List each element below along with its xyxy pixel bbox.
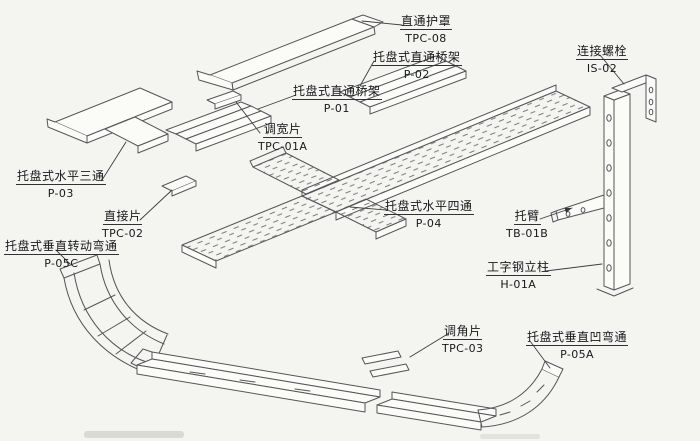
label-width-adjust-plate: 调宽片 TPC-01A: [258, 118, 307, 153]
label-horizontal-cross-name: 托盘式水平四通: [384, 199, 474, 215]
scan-smudge: [480, 434, 540, 439]
part-straight-cover: [196, 14, 384, 91]
label-bracket-arm-name: 托臂: [513, 209, 541, 225]
label-tray-p01-code: P-01: [323, 102, 350, 115]
part-connecting-bolt: [611, 74, 657, 123]
label-i-beam-column-name: 工字钢立柱: [486, 260, 551, 276]
part-connect-plate: [161, 175, 197, 197]
label-tray-p01-name: 托盘式直通桥架: [292, 84, 382, 100]
part-i-beam-column: [596, 89, 634, 297]
label-width-adjust-plate-name: 调宽片: [262, 122, 303, 138]
label-horizontal-cross: 托盘式水平四通 P-04: [384, 195, 474, 230]
label-horizontal-tee-code: P-03: [47, 187, 74, 200]
label-i-beam-column-code: H-01A: [500, 278, 537, 291]
label-horizontal-tee-name: 托盘式水平三通: [16, 169, 106, 185]
part-bracket-arm: [550, 194, 605, 223]
label-width-adjust-plate-code: TPC-01A: [258, 140, 308, 153]
label-angle-adjust-plate-code: TPC-03: [442, 342, 484, 355]
label-connect-plate-code: TPC-02: [102, 227, 144, 240]
part-vertical-turning-bend: [59, 254, 169, 375]
scan-smudge: [84, 431, 184, 438]
label-straight-cover: 直通护罩 TPC-08: [400, 10, 453, 45]
label-bracket-arm-code: TB-01B: [506, 227, 549, 240]
leader-lines: [55, 20, 625, 369]
label-connecting-bolt-name: 连接螺栓: [576, 44, 629, 60]
part-bottom-run: [130, 348, 497, 431]
label-tray-p01: 托盘式直通桥架 P-01: [292, 80, 382, 115]
label-vertical-turning-bend-code: P-05C: [44, 257, 79, 270]
label-vertical-concave-bend-code: P-05A: [560, 348, 594, 361]
label-vertical-turning-bend: 托盘式垂直转动弯通 P-05C: [4, 235, 119, 270]
label-connecting-bolt-code: IS-02: [586, 62, 618, 75]
label-connect-plate: 直接片 TPC-02: [102, 205, 143, 240]
label-tray-p02-name: 托盘式直通桥架: [372, 50, 462, 66]
label-connecting-bolt: 连接螺栓 IS-02: [576, 40, 629, 75]
label-straight-cover-name: 直通护罩: [400, 14, 453, 30]
label-vertical-concave-bend: 托盘式垂直凹弯通 P-05A: [526, 326, 629, 361]
part-horizontal-tee: [46, 87, 173, 154]
label-horizontal-tee: 托盘式水平三通 P-03: [16, 165, 106, 200]
part-angle-adjust-plate: [361, 350, 410, 378]
label-tray-p02: 托盘式直通桥架 P-02: [372, 46, 462, 81]
part-width-adjust-plate: [206, 90, 242, 110]
label-horizontal-cross-code: P-04: [415, 217, 442, 230]
label-angle-adjust-plate: 调角片 TPC-03: [442, 320, 483, 355]
label-tray-p02-code: P-02: [403, 68, 430, 81]
label-straight-cover-code: TPC-08: [405, 32, 447, 45]
label-vertical-concave-bend-name: 托盘式垂直凹弯通: [526, 330, 629, 346]
label-i-beam-column: 工字钢立柱 H-01A: [486, 256, 551, 291]
part-tray-p02: [339, 55, 467, 115]
label-angle-adjust-plate-name: 调角片: [442, 324, 483, 340]
label-vertical-turning-bend-name: 托盘式垂直转动弯通: [4, 239, 119, 255]
label-bracket-arm: 托臂 TB-01B: [506, 205, 548, 240]
label-connect-plate-name: 直接片: [102, 209, 143, 225]
